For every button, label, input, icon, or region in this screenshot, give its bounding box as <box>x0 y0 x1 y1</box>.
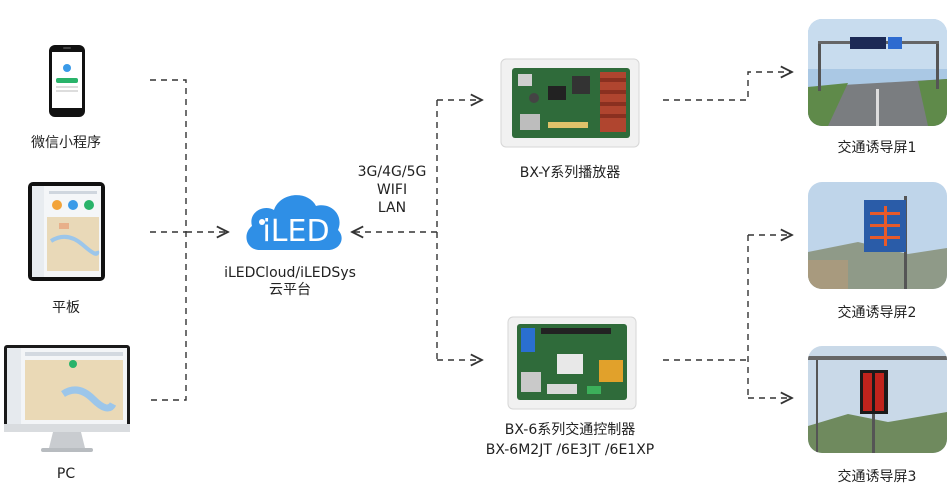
traffic-screen-photo-3 <box>808 346 947 453</box>
screen3-label: 交通诱导屏3 <box>837 469 917 485</box>
traffic-screen-photo-1 <box>808 19 947 126</box>
screen1-label: 交通诱导屏1 <box>837 140 917 156</box>
pc-monitor-icon <box>4 345 130 452</box>
bx-y-board-image <box>500 58 640 148</box>
iled-cloud-logo: iLED <box>246 195 342 250</box>
screen2-label: 交通诱导屏2 <box>837 305 917 321</box>
tablet-label: 平板 <box>52 300 80 316</box>
traffic-screen-photo-2 <box>808 182 947 289</box>
network-label-3: LAN <box>377 200 407 216</box>
tablet-icon <box>28 182 105 281</box>
clients-bus-line <box>150 79 187 401</box>
network-label-2: WIFI <box>376 182 408 198</box>
six-models-label: BX-6M2JT /6E3JT /6E1XP <box>485 442 655 458</box>
cloud-logo-text: iLED <box>262 214 329 249</box>
pc-label: PC <box>56 466 76 482</box>
y-series-label: BX-Y系列播放器 <box>519 165 621 181</box>
wechat-label: 微信小程序 <box>31 135 101 151</box>
y-to-screen1-arrow <box>663 72 792 101</box>
network-label-1: 3G/4G/5G <box>357 164 427 180</box>
bx-6-board-image <box>507 316 637 410</box>
cloud-name: iLEDCloud/iLEDSys <box>224 265 356 281</box>
cloud-subtitle: 云平台 <box>269 282 311 298</box>
phone-icon <box>49 45 85 117</box>
six-series-label: BX-6系列交通控制器 <box>504 422 636 438</box>
